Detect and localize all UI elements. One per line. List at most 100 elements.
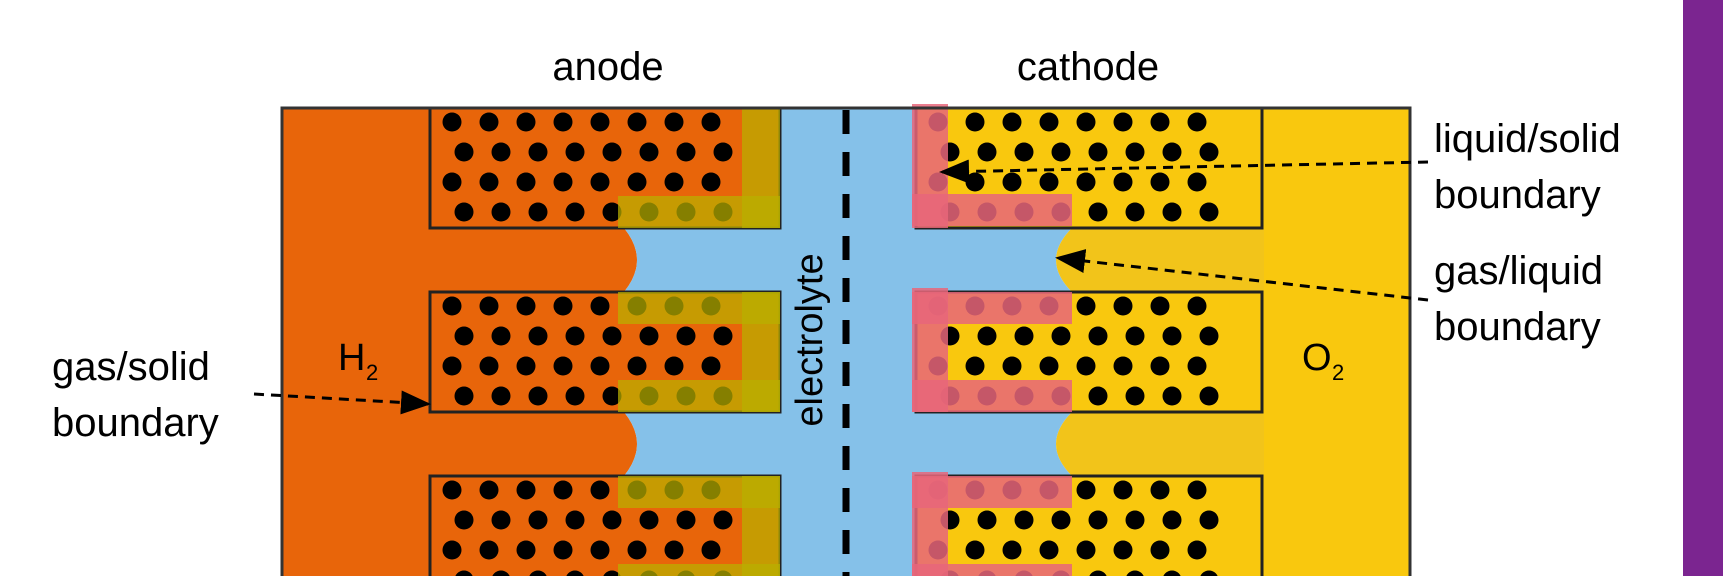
liquid-solid-arrow <box>939 159 1429 184</box>
pore <box>1187 356 1207 376</box>
pore <box>528 386 548 406</box>
cell-frame <box>280 106 1412 576</box>
pore <box>602 326 622 346</box>
pore <box>676 142 696 162</box>
o2-label: O 2 <box>1302 337 1344 385</box>
pore <box>1200 570 1218 576</box>
pore <box>516 112 536 132</box>
pore <box>565 386 585 406</box>
pore <box>565 326 585 346</box>
pore <box>1150 112 1170 132</box>
pore <box>590 540 610 560</box>
pore <box>1002 356 1022 376</box>
pore <box>627 172 647 192</box>
pore <box>977 326 997 346</box>
pore <box>977 510 997 530</box>
pore <box>454 326 474 346</box>
pore <box>553 112 573 132</box>
pore <box>442 540 462 560</box>
pore <box>454 510 474 530</box>
pore <box>1076 356 1096 376</box>
pore <box>713 142 733 162</box>
pore <box>454 142 474 162</box>
pore <box>1150 172 1170 192</box>
pore <box>701 172 721 192</box>
pore <box>553 540 573 560</box>
pore <box>1150 356 1170 376</box>
pore <box>1076 480 1096 500</box>
pore <box>442 172 462 192</box>
liquid-solid-boundary-overlay <box>618 380 780 412</box>
pore <box>1199 202 1219 222</box>
liquid-solid-boundary-overlay <box>618 196 780 228</box>
pore <box>1076 172 1096 192</box>
pore <box>566 570 584 576</box>
pore <box>1125 386 1145 406</box>
pore <box>1076 540 1096 560</box>
gas-liquid-label-line2: boundary <box>1434 305 1601 349</box>
cathode-block-0 <box>912 104 1264 230</box>
pore <box>516 540 536 560</box>
pore <box>491 386 511 406</box>
pore <box>1163 570 1181 576</box>
pore <box>965 356 985 376</box>
pore <box>516 356 536 376</box>
pore <box>479 480 499 500</box>
side-bar <box>1683 0 1723 576</box>
cathode-electrode-blocks <box>912 104 1264 576</box>
anode-block-0 <box>428 106 782 230</box>
cathode-gas-region <box>1262 108 1410 576</box>
pore <box>1002 540 1022 560</box>
cathode-channel-gas-1 <box>1056 228 1264 292</box>
pore <box>1051 510 1071 530</box>
pore <box>602 510 622 530</box>
pore <box>1113 540 1133 560</box>
anode-electrode-blocks <box>428 106 782 576</box>
pore <box>1088 510 1108 530</box>
pore <box>553 480 573 500</box>
pore <box>442 296 462 316</box>
pore <box>1162 202 1182 222</box>
pore <box>713 510 733 530</box>
pore <box>701 112 721 132</box>
pore <box>1088 142 1108 162</box>
pore <box>639 326 659 346</box>
pore <box>565 510 585 530</box>
pore <box>590 480 610 500</box>
pore <box>1113 112 1133 132</box>
pore <box>516 296 536 316</box>
pore <box>603 570 621 576</box>
pore <box>479 112 499 132</box>
pore <box>627 356 647 376</box>
pore <box>1014 142 1034 162</box>
liquid-solid-label-line2: boundary <box>1434 173 1601 217</box>
pore <box>965 112 985 132</box>
liquid-solid-boundary-overlay <box>912 380 1072 412</box>
gas-solid-label-line1: gas/solid <box>52 345 210 389</box>
pore <box>713 326 733 346</box>
pore <box>1113 172 1133 192</box>
pore <box>454 386 474 406</box>
pore <box>1162 142 1182 162</box>
pore <box>1162 326 1182 346</box>
liquid-solid-label-line1: liquid/solid <box>1434 117 1621 161</box>
pore <box>1162 510 1182 530</box>
pore <box>1039 172 1059 192</box>
pore <box>1187 296 1207 316</box>
pore <box>455 570 473 576</box>
pore <box>965 540 985 560</box>
pore <box>442 112 462 132</box>
pore <box>627 112 647 132</box>
pore <box>479 296 499 316</box>
pore <box>528 510 548 530</box>
pore <box>1039 540 1059 560</box>
o2-label-sub: 2 <box>1332 360 1344 385</box>
gas-liquid-label-line1: gas/liquid <box>1434 249 1603 293</box>
h2-label-sub: 2 <box>366 360 378 385</box>
pore <box>664 356 684 376</box>
pore <box>491 326 511 346</box>
pore <box>516 172 536 192</box>
pore <box>1187 480 1207 500</box>
pore <box>977 142 997 162</box>
